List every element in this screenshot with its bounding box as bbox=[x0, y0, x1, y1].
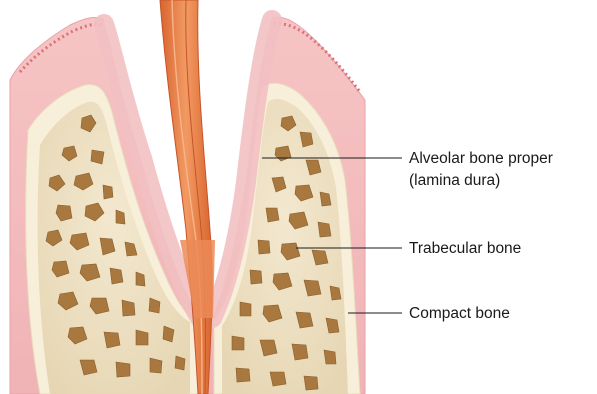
label-compact-bone: Compact bone bbox=[409, 303, 510, 325]
label-alveolar-bone-proper: Alveolar bone proper (lamina dura) bbox=[409, 148, 553, 192]
label-trabecular-bone: Trabecular bone bbox=[409, 238, 521, 260]
label-alveolar-line2: (lamina dura) bbox=[409, 170, 553, 192]
label-alveolar-line1: Alveolar bone proper bbox=[409, 148, 553, 170]
